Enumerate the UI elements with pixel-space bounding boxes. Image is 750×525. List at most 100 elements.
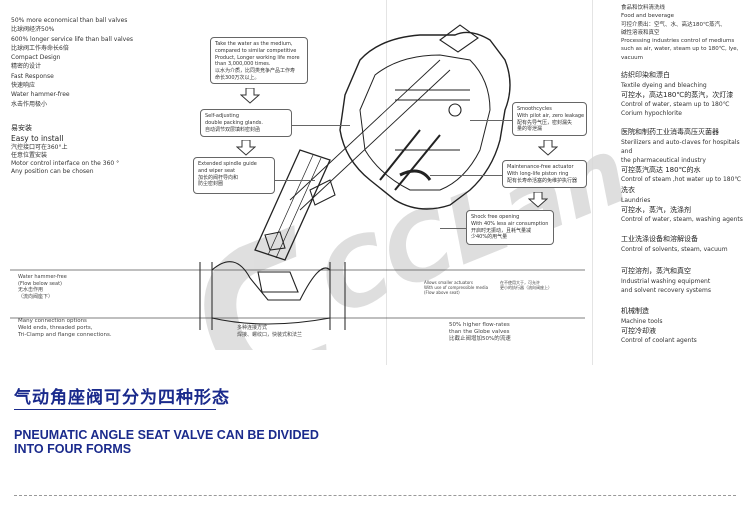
app-line: Control of water, steam up to 180℃ <box>621 101 730 108</box>
app-heading: 洗衣 <box>621 186 635 194</box>
callout-line: With pilot air, zero leakage <box>517 112 585 119</box>
note-line: 比截止阀增加50%的流速 <box>449 336 511 343</box>
install-line: 任意位置安装 <box>11 152 48 160</box>
valve-cross-section-drawing <box>10 24 585 330</box>
callout-line: Take the water as the medium, <box>215 41 293 47</box>
applications-industrial: 工业洗涤设备和溶解设备 Control of solvents, steam, … <box>621 234 728 254</box>
title-underline <box>14 409 216 410</box>
down-arrow-icon <box>528 192 548 208</box>
callout-line: Maintenance-free actuator <box>507 164 574 170</box>
install-line: 汽控接口可在360°上 <box>11 144 68 151</box>
app-line: Machine tools <box>621 317 663 325</box>
callout-line: double packing glands. <box>205 119 263 126</box>
applications-food: 食品和饮料清洗线 Food and beverage 可控介质出：空气、水、高达… <box>621 4 738 62</box>
callout-line: With 40% less air consumption <box>471 220 549 227</box>
callout-line: Extended spindle guide <box>198 161 257 167</box>
note-line: With use of compressible media <box>424 285 489 291</box>
callout-line: Smoothcycles <box>517 106 552 112</box>
callout-line: 量的零泄漏 <box>517 126 543 133</box>
callout-line: and wiper seat <box>198 167 236 174</box>
app-line: Food and beverage <box>621 13 675 20</box>
applications-laundry: 洗衣 Laundries 可控水，蒸汽，洗涤剂 Control of water… <box>621 185 743 224</box>
connections-note: Many connection options Weld ends, threa… <box>18 318 112 339</box>
section-title-cn: 气动角座阀可分为四种形态 <box>14 388 230 408</box>
app-line: 可控水，蒸汽，洗涤剂 <box>621 205 691 214</box>
app-heading: 医院和制药工业消毒高压灭菌器 <box>621 128 719 136</box>
install-line: Motor control interface on the 360 ° <box>11 160 120 168</box>
water-hammer-note: Water hammer-free (Flow below seat) 无水击作… <box>18 274 67 300</box>
feature-line: 600% longer service life than ball valve… <box>11 35 134 43</box>
app-heading: 可控溶剂，蒸汽和真空 <box>621 267 691 275</box>
note-line: 多种连接方式 <box>237 325 268 331</box>
app-line: such as air, water, steam up to 180℃, ly… <box>621 46 739 53</box>
callout-line: 配有长寿命活塞的免维护执行器 <box>507 177 578 184</box>
note-line: 无水击作用 <box>18 287 44 293</box>
leader-line <box>292 125 350 126</box>
callout-self-adjusting: Self-adjusting double packing glands. 自动… <box>200 109 292 137</box>
callout-extended-spindle: Extended spindle guide and wiper seat 加长… <box>193 157 275 194</box>
down-arrow-icon <box>236 140 256 156</box>
app-line: 碱性溶液和真空 <box>621 29 660 36</box>
note-line: （流向阀座下） <box>18 293 54 300</box>
feature-line: 精密的设计 <box>11 63 42 71</box>
note-line: Many connection options <box>18 318 87 324</box>
title-en-line: INTO FOUR FORMS <box>14 442 132 457</box>
multiple-connection-note: 多种连接方式 焊接、螺纹口，快装式和法兰 <box>237 325 302 338</box>
app-line: Textile dyeing and bleaching <box>621 81 707 89</box>
dotted-divider <box>14 495 736 496</box>
applications-textile: 纺织印染和漂白 Textile dyeing and bleaching 可控水… <box>621 70 733 118</box>
app-line: the pharmaceutical industry <box>621 156 706 164</box>
app-line: Control of solvents, steam, vacuum <box>621 245 728 253</box>
feature-line: 水击作用极小 <box>11 100 48 108</box>
app-line: Corium hypochlorite <box>621 110 682 117</box>
app-heading: 工业洗涤设备和溶解设备 <box>621 235 698 243</box>
feature-line: 比球阀经济50% <box>11 26 55 34</box>
callout-line: Shock free opening <box>471 214 520 220</box>
note-line: 在不使用大于，可允许 <box>500 280 540 285</box>
applications-machine: 机械制造 Machine tools 可控冷却液 Control of cool… <box>621 306 697 345</box>
callout-line: 防尘密封圈 <box>198 181 224 188</box>
app-line: and solvent recovery systems <box>621 286 711 294</box>
feature-line: 比球阀工作寿命长6倍 <box>11 44 69 52</box>
install-line: Any position can be chosen <box>11 168 94 176</box>
note-line: Weld ends, threaded ports, <box>18 325 93 332</box>
app-line: Laundries <box>621 196 651 204</box>
page-divider-left <box>386 0 387 365</box>
app-line: Sterilizers and auto-claves for hospital… <box>621 138 740 155</box>
note-line: (Flow above seat) <box>424 290 460 296</box>
applications-medical: 医院和制药工业消毒高压灭菌器 Sterilizers and auto-clav… <box>621 127 750 184</box>
feature-line: 快速响应 <box>11 82 36 90</box>
app-line: Control of coolant agents <box>621 337 697 344</box>
leader-line <box>275 180 315 181</box>
note-line: than the Globe valves <box>449 329 510 336</box>
feature-list: 50% more economical than ball valves 比球阀… <box>11 16 133 109</box>
callout-line: 少40%的用气量 <box>471 234 508 241</box>
title-en-line: PNEUMATIC ANGLE SEAT VALVE CAN BE DIVIDE… <box>14 428 319 442</box>
feature-line: Water hammer-free <box>11 91 70 99</box>
install-section: 易安装 Easy to install 汽控接口可在360°上 任意位置安装 M… <box>11 123 119 176</box>
callout-shock-free: Shock free opening With 40% less air con… <box>466 210 554 245</box>
app-line: Control of steam ,hot water up to 180℃ <box>621 176 742 183</box>
feature-line: Fast Response <box>11 72 54 80</box>
callout-line: Product, Longer working life more <box>215 54 300 61</box>
callout-line: compared to similar competitive <box>215 47 297 54</box>
app-line: Processing industries control of mediums <box>621 38 735 44</box>
callout-line: than 3,000,000 times. <box>215 61 271 68</box>
callout-line: With long-life piston ring <box>507 170 569 177</box>
note-line: (Flow below seat) <box>18 280 62 287</box>
callout-line: 配有先导气压，密封漏失 <box>517 119 573 126</box>
callout-line: 开启时无振动，且耗气量减 <box>471 227 532 234</box>
app-line: 可控冷却液 <box>621 326 656 335</box>
feature-line: Compact Design <box>11 54 61 62</box>
watermark-logo-mark <box>204 225 329 350</box>
note-line: 更小的执行器（流向阀座上） <box>500 285 552 291</box>
callout-line: Self-adjusting <box>205 113 240 119</box>
note-line: Tri-Clamp and flange connections. <box>18 332 112 339</box>
note-line: Allows smaller actuators <box>424 280 474 285</box>
down-arrow-icon <box>240 88 260 104</box>
applications-equipment: 可控溶剂，蒸汽和真空 Industrial washing equipment … <box>621 266 711 295</box>
note-line: 焊接、螺纹口，快装式和法兰 <box>237 331 303 338</box>
callout-line: 以水为介质，比同类竞争产品工作寿 <box>215 68 296 74</box>
down-arrow-icon <box>538 140 558 156</box>
flow-rate-note: 50% higher flow-rates than the Globe val… <box>449 322 511 343</box>
